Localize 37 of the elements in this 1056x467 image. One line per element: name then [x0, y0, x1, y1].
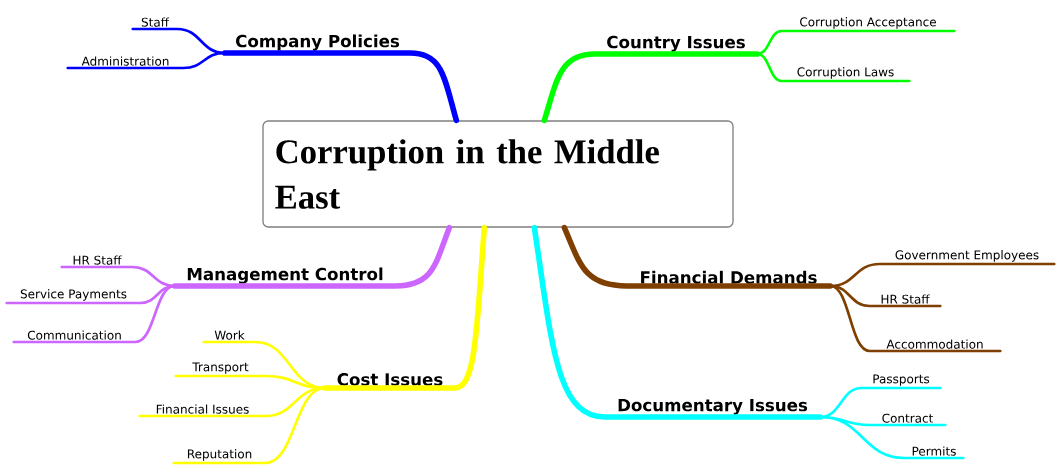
- branch-line: [172, 386, 327, 465]
- subtopic-label: Reputation: [187, 449, 252, 461]
- branch-line: [321, 224, 488, 391]
- subtopic-label: Administration: [81, 56, 169, 66]
- subtopic-label: Work: [214, 330, 245, 340]
- subtopic-label: Financial Issues: [156, 404, 249, 414]
- subtopic-label: Staff: [141, 17, 170, 27]
- subtopic-label: Corruption Acceptance: [800, 17, 936, 29]
- topic-label: Documentary Issues: [618, 399, 808, 415]
- branch-line: [12, 284, 177, 344]
- branch-line: [541, 51, 761, 124]
- subtopic-label: Contract: [882, 413, 933, 423]
- subtopic-label: Communication: [27, 330, 121, 340]
- subtopic-label: Passports: [873, 374, 930, 386]
- branch-line: [221, 50, 460, 124]
- branch-line: [755, 52, 911, 83]
- branch-line: [828, 284, 1002, 353]
- topic-label: Country Issues: [607, 35, 745, 52]
- topic-label: Financial Demands: [641, 270, 817, 284]
- subtopic-label: Transport: [192, 362, 249, 374]
- branch-line: [171, 224, 453, 289]
- topic-label: Management Control: [187, 267, 383, 284]
- central-topic-box: Corruption in the Middle East: [262, 120, 734, 228]
- branch-line: [66, 51, 227, 70]
- branch-line: [755, 29, 956, 56]
- topic-label: Cost Issues: [337, 373, 443, 386]
- topic-label: Company Policies: [236, 34, 400, 51]
- subtopic-label: Service Payments: [20, 289, 127, 301]
- branch-line: [561, 224, 834, 289]
- subtopic-label: HR Staff: [881, 294, 930, 304]
- subtopic-label: Accommodation: [886, 339, 983, 349]
- branch-line: [818, 415, 965, 460]
- branch-line: [531, 224, 824, 420]
- subtopic-label: Government Employees: [895, 250, 1039, 262]
- subtopic-label: Permits: [912, 446, 956, 456]
- subtopic-label: HR Staff: [73, 255, 122, 265]
- subtopic-label: Corruption Laws: [797, 67, 894, 79]
